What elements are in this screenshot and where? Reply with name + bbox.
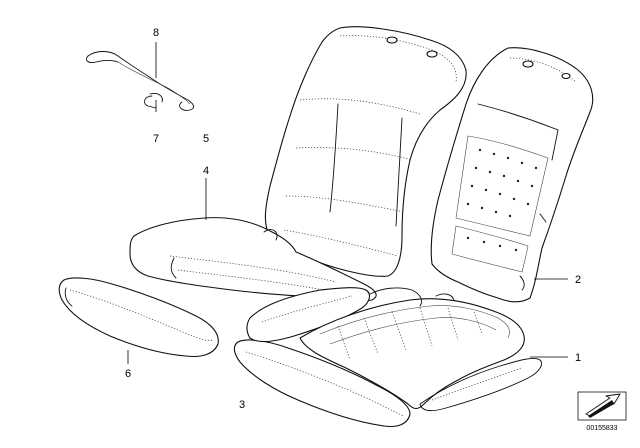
leader-lines <box>127 42 568 364</box>
arrow-box-icon <box>577 391 627 421</box>
label-part-2: 2 <box>575 274 581 286</box>
label-part-8: 8 <box>153 27 159 39</box>
diagram-id: 00155833 <box>586 425 617 432</box>
label-part-6: 6 <box>125 368 131 380</box>
label-part-1: 1 <box>575 352 581 364</box>
seat-cushion-part-4 <box>129 217 377 302</box>
cable-wire-part-8 <box>85 51 195 111</box>
label-part-7: 7 <box>153 133 159 145</box>
front-bolster-wedge <box>246 287 371 343</box>
clip-part-7 <box>144 93 163 109</box>
side-bolster-part-6 <box>58 277 219 358</box>
backrest-front <box>264 26 467 277</box>
seat-frame-part-1 <box>299 287 542 412</box>
label-part-3: 3 <box>239 399 245 411</box>
label-part-5: 5 <box>203 133 209 145</box>
part-labels: 8 7 5 4 2 1 6 3 <box>125 27 581 411</box>
label-part-4: 4 <box>203 165 209 177</box>
perforation-dots <box>466 148 538 252</box>
backrest-rear <box>430 47 594 303</box>
side-bolster-part-3 <box>233 339 411 428</box>
